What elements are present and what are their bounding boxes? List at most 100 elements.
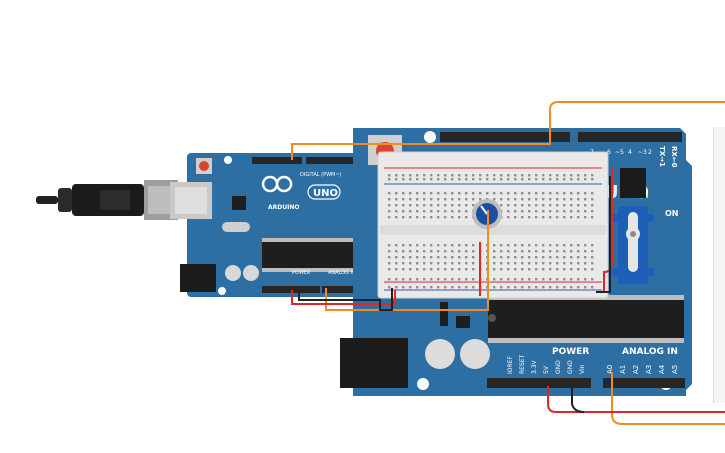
breadboard-hole[interactable] xyxy=(521,192,524,195)
breadboard-hole[interactable] xyxy=(395,216,398,219)
breadboard-hole[interactable] xyxy=(395,192,398,195)
breadboard-hole[interactable] xyxy=(430,204,433,207)
breadboard-hole[interactable] xyxy=(430,198,433,201)
breadboard-hole[interactable] xyxy=(430,174,433,177)
breadboard-hole[interactable] xyxy=(584,192,587,195)
breadboard-hole[interactable] xyxy=(395,278,398,281)
breadboard-hole[interactable] xyxy=(493,178,496,181)
breadboard-hole[interactable] xyxy=(493,250,496,253)
breadboard-hole[interactable] xyxy=(395,178,398,181)
breadboard-hole[interactable] xyxy=(542,204,545,207)
breadboard-hole[interactable] xyxy=(556,286,559,289)
breadboard-hole[interactable] xyxy=(535,278,538,281)
breadboard-hole[interactable] xyxy=(507,256,510,259)
breadboard-hole[interactable] xyxy=(493,286,496,289)
breadboard-hole[interactable] xyxy=(388,178,391,181)
breadboard-hole[interactable] xyxy=(507,268,510,271)
breadboard-hole[interactable] xyxy=(388,210,391,213)
breadboard-hole[interactable] xyxy=(395,198,398,201)
breadboard-hole[interactable] xyxy=(500,204,503,207)
breadboard-hole[interactable] xyxy=(556,278,559,281)
breadboard-hole[interactable] xyxy=(500,262,503,265)
breadboard-hole[interactable] xyxy=(451,262,454,265)
breadboard-hole[interactable] xyxy=(458,268,461,271)
breadboard-hole[interactable] xyxy=(409,268,412,271)
breadboard-hole[interactable] xyxy=(514,286,517,289)
breadboard-hole[interactable] xyxy=(444,178,447,181)
breadboard-hole[interactable] xyxy=(444,262,447,265)
breadboard-hole[interactable] xyxy=(549,204,552,207)
breadboard-hole[interactable] xyxy=(577,210,580,213)
breadboard-hole[interactable] xyxy=(507,178,510,181)
breadboard-hole[interactable] xyxy=(444,204,447,207)
breadboard-hole[interactable] xyxy=(388,286,391,289)
breadboard-hole[interactable] xyxy=(416,174,419,177)
breadboard-hole[interactable] xyxy=(458,210,461,213)
breadboard-hole[interactable] xyxy=(507,244,510,247)
breadboard-hole[interactable] xyxy=(451,216,454,219)
breadboard-hole[interactable] xyxy=(556,216,559,219)
breadboard-hole[interactable] xyxy=(437,174,440,177)
breadboard-hole[interactable] xyxy=(563,262,566,265)
breadboard-hole[interactable] xyxy=(437,192,440,195)
breadboard-hole[interactable] xyxy=(577,268,580,271)
breadboard-hole[interactable] xyxy=(444,286,447,289)
breadboard-hole[interactable] xyxy=(437,204,440,207)
breadboard-hole[interactable] xyxy=(528,192,531,195)
breadboard-hole[interactable] xyxy=(430,256,433,259)
breadboard-hole[interactable] xyxy=(423,178,426,181)
breadboard-hole[interactable] xyxy=(493,268,496,271)
breadboard-hole[interactable] xyxy=(514,174,517,177)
breadboard-hole[interactable] xyxy=(388,250,391,253)
breadboard-hole[interactable] xyxy=(549,198,552,201)
breadboard-hole[interactable] xyxy=(402,250,405,253)
breadboard-hole[interactable] xyxy=(570,278,573,281)
breadboard-hole[interactable] xyxy=(395,268,398,271)
breadboard-hole[interactable] xyxy=(549,244,552,247)
breadboard-hole[interactable] xyxy=(472,178,475,181)
breadboard-hole[interactable] xyxy=(584,174,587,177)
breadboard-hole[interactable] xyxy=(451,210,454,213)
breadboard-hole[interactable] xyxy=(514,244,517,247)
breadboard-hole[interactable] xyxy=(437,178,440,181)
breadboard-hole[interactable] xyxy=(458,204,461,207)
breadboard-hole[interactable] xyxy=(388,204,391,207)
breadboard-hole[interactable] xyxy=(444,174,447,177)
breadboard-hole[interactable] xyxy=(458,178,461,181)
breadboard-hole[interactable] xyxy=(570,262,573,265)
breadboard-hole[interactable] xyxy=(521,278,524,281)
wire-black-servo[interactable] xyxy=(596,176,611,293)
breadboard-hole[interactable] xyxy=(591,174,594,177)
breadboard-hole[interactable] xyxy=(556,198,559,201)
breadboard-hole[interactable] xyxy=(500,192,503,195)
breadboard-hole[interactable] xyxy=(486,174,489,177)
breadboard-hole[interactable] xyxy=(472,244,475,247)
breadboard-hole[interactable] xyxy=(521,256,524,259)
wire-orange-pwm[interactable] xyxy=(291,134,551,160)
breadboard-hole[interactable] xyxy=(521,244,524,247)
breadboard-hole[interactable] xyxy=(528,286,531,289)
breadboard-hole[interactable] xyxy=(514,256,517,259)
breadboard-hole[interactable] xyxy=(535,250,538,253)
breadboard-hole[interactable] xyxy=(458,244,461,247)
breadboard-hole[interactable] xyxy=(423,250,426,253)
breadboard-hole[interactable] xyxy=(500,278,503,281)
breadboard-hole[interactable] xyxy=(556,178,559,181)
breadboard-hole[interactable] xyxy=(416,256,419,259)
breadboard-hole[interactable] xyxy=(472,250,475,253)
breadboard-hole[interactable] xyxy=(535,244,538,247)
breadboard-hole[interactable] xyxy=(570,174,573,177)
wire-red-5v-small[interactable] xyxy=(291,290,396,305)
breadboard-hole[interactable] xyxy=(465,278,468,281)
breadboard-hole[interactable] xyxy=(486,192,489,195)
breadboard-hole[interactable] xyxy=(493,174,496,177)
servo-horn[interactable] xyxy=(628,212,638,272)
breadboard-hole[interactable] xyxy=(395,174,398,177)
breadboard-hole[interactable] xyxy=(563,198,566,201)
breadboard-hole[interactable] xyxy=(416,268,419,271)
breadboard-hole[interactable] xyxy=(458,198,461,201)
breadboard-hole[interactable] xyxy=(437,286,440,289)
breadboard-hole[interactable] xyxy=(402,216,405,219)
breadboard-hole[interactable] xyxy=(563,250,566,253)
breadboard-hole[interactable] xyxy=(402,192,405,195)
